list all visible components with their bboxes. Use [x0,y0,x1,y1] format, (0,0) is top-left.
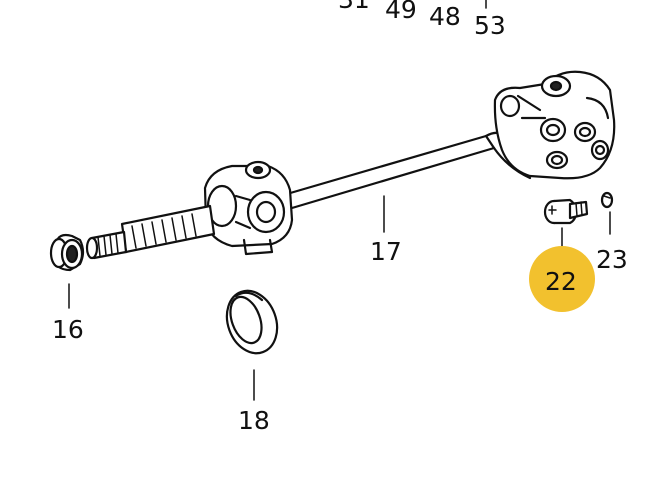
bolt-drawing [543,198,589,225]
steering-shaft-drawing [85,70,616,260]
callout-48: 48 [429,2,461,31]
label-16: 16 [52,315,84,344]
callout-53: 53 [474,11,506,40]
seal-drawing [49,233,85,272]
label-23: 23 [596,245,628,274]
highlight-circle-22 [529,246,595,312]
ring-drawing [225,289,279,355]
label-18: 18 [238,406,270,435]
washer-drawing [600,191,614,209]
label-17: 17 [370,237,402,266]
callout-31: 31 [338,0,370,14]
callout-49: 49 [385,0,417,24]
label-22: 22 [545,267,577,296]
